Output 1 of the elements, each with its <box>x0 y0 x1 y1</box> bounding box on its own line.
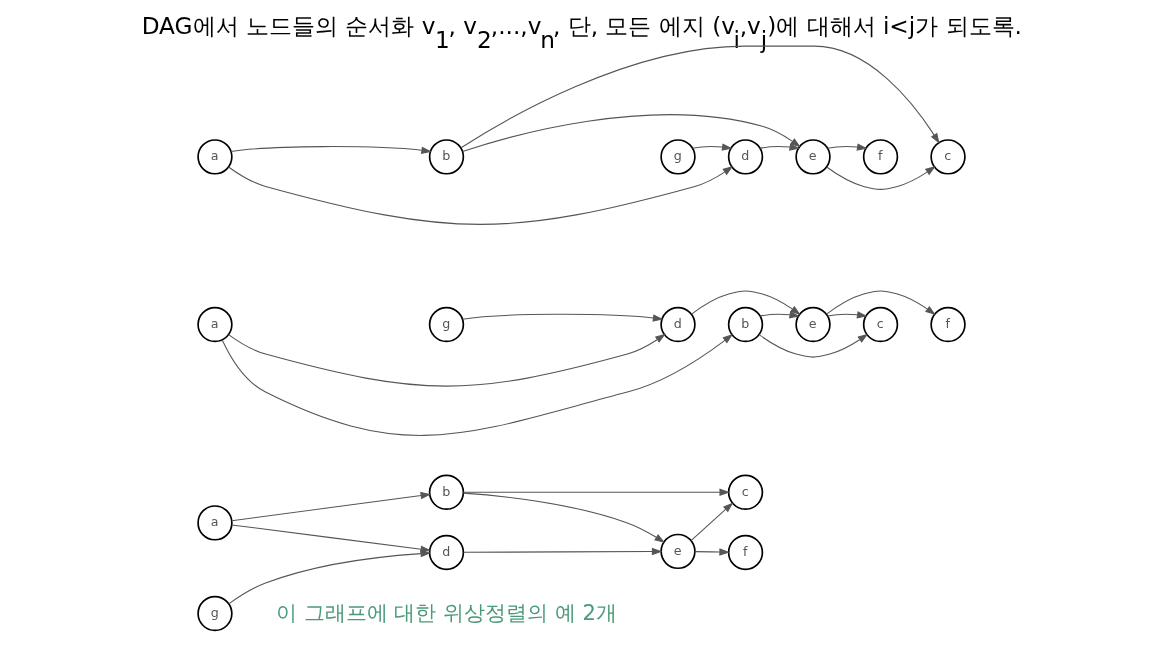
label: 이 그래프에 대한 위상정렬의 예 2개 <box>275 599 617 625</box>
